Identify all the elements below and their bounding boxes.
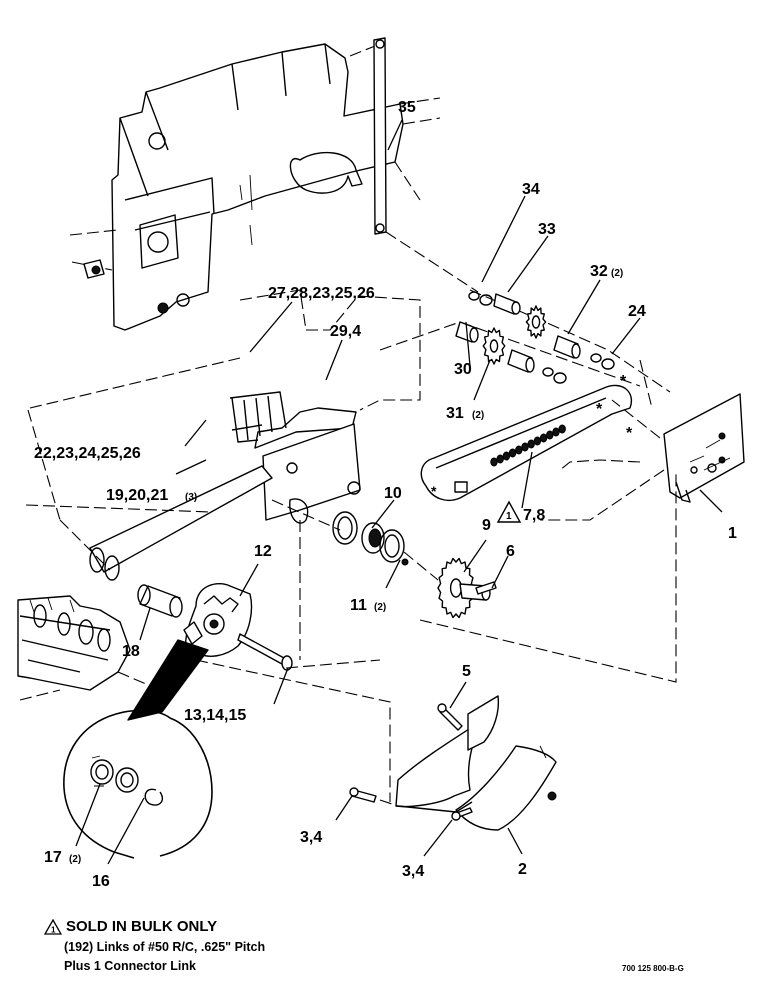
callout-9: 9 xyxy=(482,517,491,534)
note-line-1: (192) Links of #50 R/C, .625" Pitch xyxy=(64,940,266,954)
callout-19-qty: (3) xyxy=(185,492,197,503)
callout-6: 6 xyxy=(506,543,515,560)
callout-1: 1 xyxy=(728,525,737,542)
callout-7-8: 7,8 xyxy=(523,507,545,524)
callout-13-14-15: 13,14,15 xyxy=(184,707,246,724)
callout-31: 31 xyxy=(446,405,464,422)
callout-34: 34 xyxy=(522,181,540,198)
bolt-part-13 xyxy=(237,633,293,671)
clutch-disc-part-12 xyxy=(183,582,253,657)
header-frame xyxy=(69,43,441,331)
callout-17-qty: (2) xyxy=(69,854,81,865)
note-heading-text: SOLD IN BULK ONLY xyxy=(66,918,218,935)
svg-text:*: * xyxy=(596,401,603,418)
spacer-tube-part-18 xyxy=(137,584,183,618)
svg-text:*: * xyxy=(431,483,437,499)
sprocket-part-9 xyxy=(437,557,497,619)
leader-lines xyxy=(75,119,723,865)
callout-12: 12 xyxy=(254,543,272,560)
callout-16: 16 xyxy=(92,873,110,890)
note-line-2: Plus 1 Connector Link xyxy=(64,959,196,973)
guard-part-2 xyxy=(195,470,677,831)
callout-5: 5 xyxy=(462,663,471,680)
callout-17: 17 xyxy=(44,849,62,866)
callout-10: 10 xyxy=(384,485,402,502)
drawing-code: 700 125 800-B-G xyxy=(622,964,684,973)
idler-shaft-assembly: * * xyxy=(379,289,671,442)
svg-text:1: 1 xyxy=(51,925,56,934)
callout-11: 11 xyxy=(350,597,367,614)
callout-24: 24 xyxy=(628,303,646,320)
callout-18: 18 xyxy=(122,643,140,660)
note-heading: 1 SOLD IN BULK ONLY xyxy=(44,918,464,935)
callout-11-qty: (2) xyxy=(374,602,386,613)
svg-text:1: 1 xyxy=(506,511,512,522)
mounting-plate-part-1 xyxy=(540,359,745,521)
svg-text:*: * xyxy=(620,373,627,390)
bearing-parts-10-11 xyxy=(271,499,439,581)
callout-33: 33 xyxy=(538,221,556,238)
vertical-bar-part-35 xyxy=(373,37,479,293)
chain-part-7-8: * * xyxy=(420,384,633,502)
warning-triangle-callout-icon: 1 xyxy=(496,500,522,523)
shaft-support-assembly xyxy=(25,289,421,581)
callout-29-4: 29,4 xyxy=(330,323,361,340)
callout-30: 30 xyxy=(454,361,472,378)
callout-32: 32 xyxy=(590,263,608,280)
callout-19-20-21: 19,20,21 xyxy=(106,487,168,504)
callout-27-28-23-25-26: 27,28,23,25,26 xyxy=(268,285,375,302)
callout-labels: 35 34 33 32 (2) 24 27,28,23,25,26 29,4 3… xyxy=(34,99,737,890)
callout-3-4-left: 3,4 xyxy=(300,829,322,846)
svg-text:*: * xyxy=(626,425,633,442)
callout-3-4-bottom: 3,4 xyxy=(402,863,424,880)
callout-22-23-24-25-26: 22,23,24,25,26 xyxy=(34,445,141,462)
callout-2: 2 xyxy=(518,861,527,878)
detail-view-circle xyxy=(63,639,213,859)
callout-31-qty: (2) xyxy=(472,410,484,421)
callout-32-qty: (2) xyxy=(611,268,623,279)
warning-triangle-icon: 1 xyxy=(44,918,62,935)
notes-block: 1 SOLD IN BULK ONLY (192) Links of #50 R… xyxy=(44,918,464,973)
callout-35: 35 xyxy=(398,99,416,116)
